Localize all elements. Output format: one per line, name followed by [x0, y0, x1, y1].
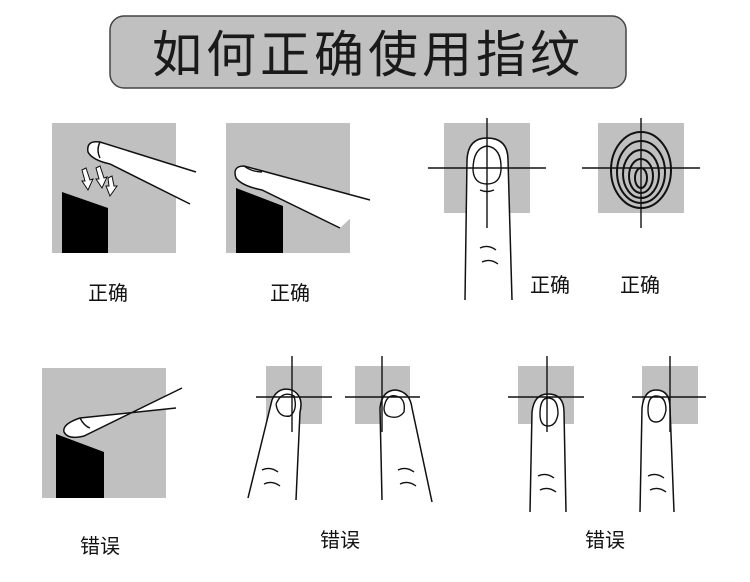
panel-wrong-fingertip [42, 368, 183, 498]
label-correct: 正确 [620, 273, 660, 297]
panel-correct-fingerprint [582, 118, 700, 228]
label-correct: 正确 [88, 281, 128, 305]
label-correct: 正确 [530, 273, 570, 297]
arrow-icon [81, 165, 118, 198]
label-wrong: 错误 [585, 528, 625, 552]
panel-correct-flat [226, 123, 371, 253]
label-wrong: 错误 [320, 528, 360, 552]
label-correct: 正确 [270, 281, 310, 305]
panel-wrong-tilted [247, 356, 433, 503]
panel-wrong-offcenter [508, 356, 706, 513]
title-banner: 如何正确使用指纹 [109, 15, 627, 89]
panel-correct-centered [428, 118, 546, 301]
panel-correct-flat-press [52, 123, 197, 253]
label-wrong: 错误 [80, 534, 120, 558]
page-title: 如何正确使用指纹 [152, 26, 584, 84]
